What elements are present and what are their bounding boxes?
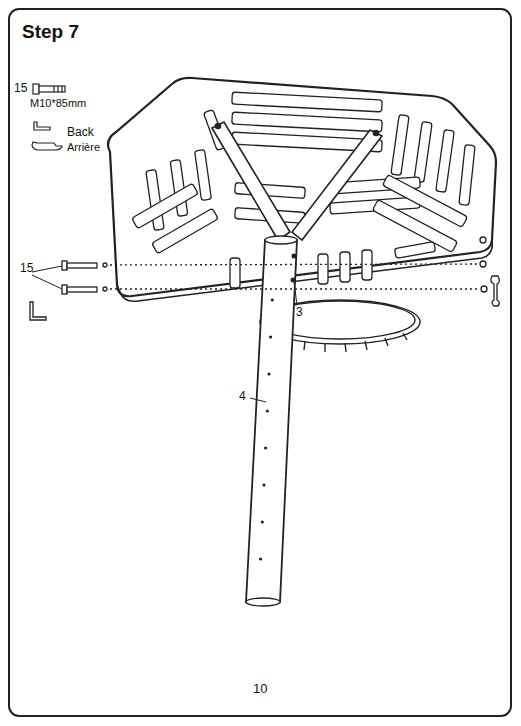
- board-slot: [340, 252, 350, 282]
- backboard: [108, 78, 496, 301]
- bolt-size: M10*85mm: [30, 97, 86, 109]
- bolts-and-nuts: [30, 237, 499, 320]
- hardware-icons: [32, 84, 65, 150]
- board-slot: [436, 130, 455, 193]
- step-title: Step 7: [22, 22, 79, 43]
- pole-hole: [269, 335, 272, 338]
- pole-hole: [264, 446, 267, 449]
- tool-label: Back: [67, 126, 94, 139]
- board-slot: [318, 254, 328, 284]
- board-slot: [232, 92, 382, 112]
- support-arms: [212, 122, 382, 240]
- pole-hole: [271, 298, 274, 301]
- pole-hole: [259, 557, 262, 560]
- board-slot: [232, 112, 382, 132]
- board-slot: [230, 258, 240, 288]
- board-slot: [391, 115, 409, 176]
- tool-label: Arrière: [67, 141, 100, 153]
- board-slot: [459, 145, 475, 206]
- board-slot: [394, 242, 435, 259]
- callout-number: 3: [296, 306, 303, 319]
- leader-lines: [32, 266, 297, 402]
- page-frame: [9, 9, 511, 716]
- pole-hole: [262, 483, 265, 486]
- board-slot: [152, 208, 219, 253]
- pole-hole: [267, 372, 270, 375]
- pole: [246, 236, 297, 606]
- page-number: 10: [253, 682, 267, 696]
- board-slot: [362, 250, 372, 280]
- pole-hole: [261, 520, 264, 523]
- callout-number: 15: [20, 262, 33, 275]
- part-count: 15: [14, 82, 27, 95]
- board-slot: [414, 122, 432, 183]
- pole-hole: [266, 409, 269, 412]
- callout-number: 4: [239, 390, 246, 403]
